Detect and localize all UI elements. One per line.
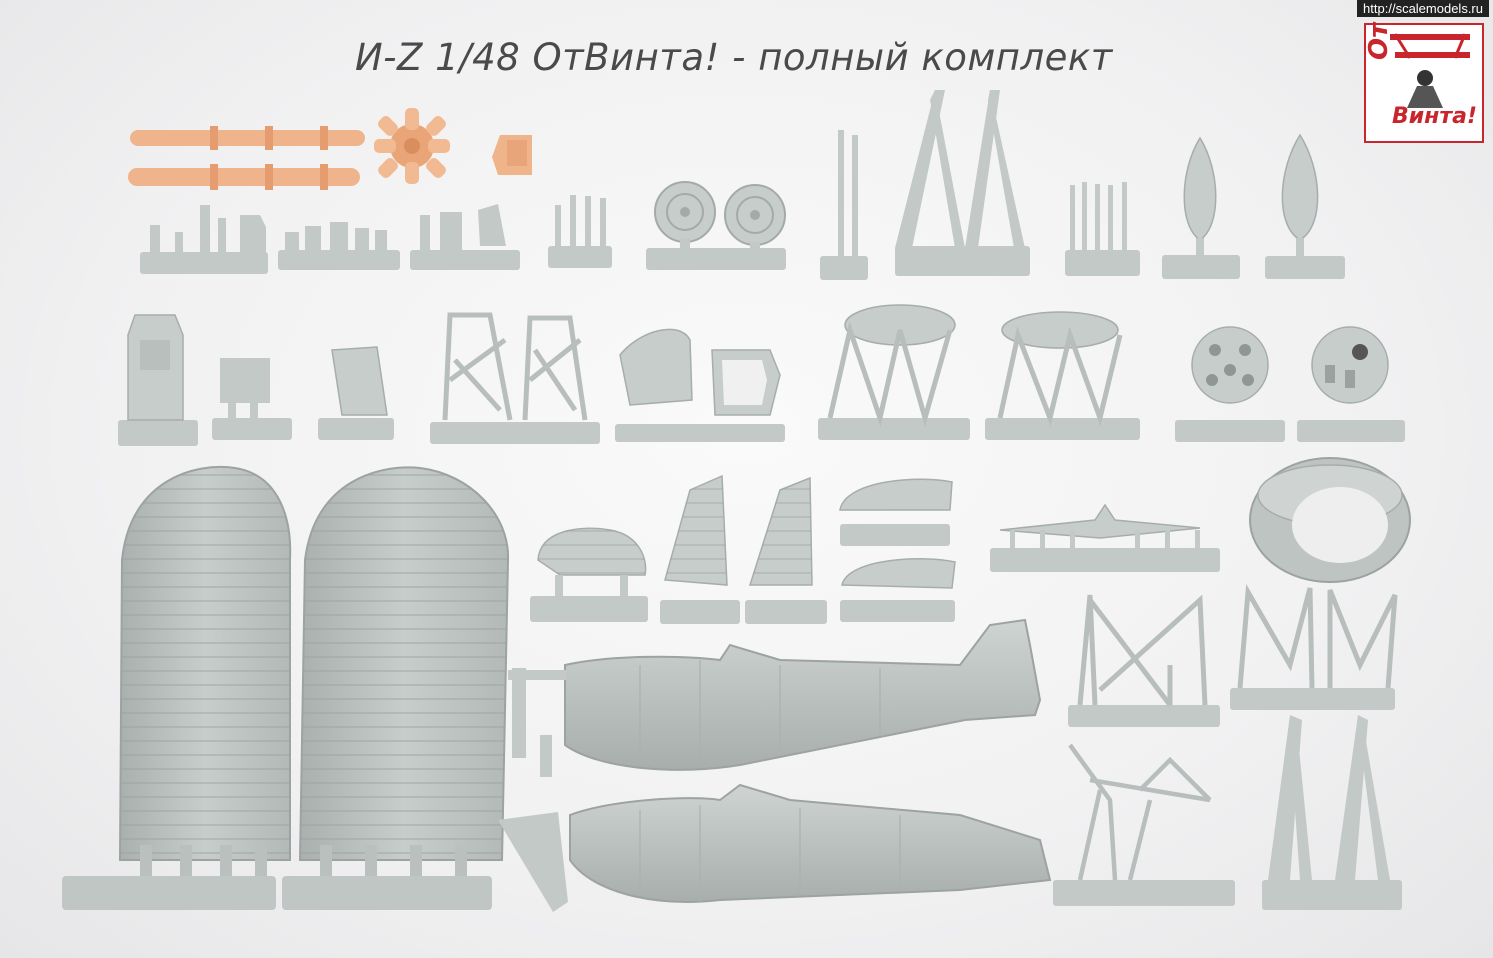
- sprue-ailerons: [839, 478, 956, 622]
- sprue-small-box: [212, 358, 292, 440]
- sprue-long-struts: [820, 130, 868, 280]
- sprue-cabane-struts-tall: [895, 90, 1030, 276]
- sprue-thin-rods: [1065, 182, 1140, 276]
- source-url-watermark: http://scalemodels.ru: [1357, 0, 1489, 17]
- sprue-struts-c: [1053, 743, 1235, 906]
- sprue-struts-a: [1068, 594, 1220, 727]
- upper-wing-half-right: [282, 466, 510, 910]
- kit-title: И-Z 1/48 ОтВинта! - полный комплект: [355, 36, 1113, 79]
- logo-text-bottom: Винта!: [1392, 104, 1478, 129]
- orange-radial-engine: [374, 108, 450, 184]
- sprue-rudder-2: [745, 476, 827, 624]
- sprue-drop-tank-1: [1162, 136, 1240, 279]
- sprue-engine-cowl-front-2: [1297, 326, 1405, 442]
- sprue-small-parts-3: [410, 204, 520, 270]
- engine-cowling-ring: [1249, 457, 1411, 583]
- sprue-stabilizer: [990, 503, 1220, 572]
- orange-exhaust-pipes: [128, 126, 365, 190]
- logo-text-top: От: [1364, 22, 1394, 60]
- sprue-small-parts-1: [140, 205, 268, 274]
- brand-logo: От Винта!: [1362, 22, 1484, 142]
- sprue-cowl-strut-1: [818, 304, 970, 440]
- sprue-engine-cowl-front-1: [1175, 326, 1285, 442]
- sprue-elevator: [530, 527, 648, 622]
- ot-vinta-logo-emblem: [1364, 23, 1484, 143]
- sprue-cowl-strut-2: [985, 311, 1140, 440]
- sprue-wheels: [646, 181, 786, 270]
- sprue-bulkheads: [615, 328, 785, 442]
- upper-wing-half-left: [62, 466, 292, 910]
- sprue-interplane-struts: [1262, 715, 1402, 910]
- sprue-rudder-1: [660, 474, 740, 624]
- sprue-fuselage-frames: [430, 312, 600, 444]
- sprue-panel: [318, 346, 394, 440]
- sprue-drop-tank-2: [1265, 133, 1345, 279]
- fuselage-half-upper: [508, 618, 1042, 777]
- sprue-struts-short: [548, 195, 612, 268]
- orange-seat: [492, 135, 532, 175]
- sprue-small-parts-2: [278, 222, 400, 270]
- sprue-struts-b: [1230, 583, 1398, 710]
- fuselage-half-lower: [498, 783, 1052, 912]
- sprue-cockpit-seat: [118, 314, 198, 446]
